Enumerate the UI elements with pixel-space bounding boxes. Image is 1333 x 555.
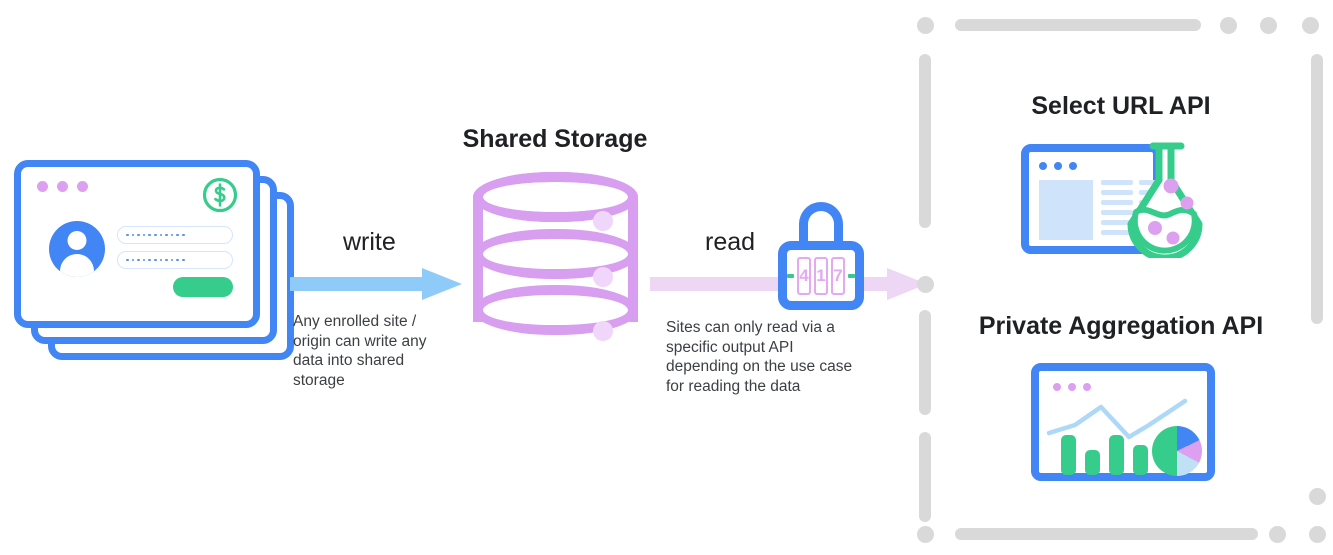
pie-chart <box>1152 426 1202 476</box>
avatar <box>49 221 105 277</box>
read-caption: Sites can only read via a specific outpu… <box>666 319 853 395</box>
panel-border-dot-left <box>917 276 934 293</box>
lock-body: 4 1 7 <box>778 241 864 310</box>
dollar-circle-icon <box>201 176 239 214</box>
private-aggregation-api-title: Private Aggregation API <box>978 312 1264 340</box>
browser-text-lines-1 <box>1101 180 1133 235</box>
lock-digit-3: 7 <box>831 256 845 295</box>
output-api-panel: Select URL API <box>917 8 1326 548</box>
combination-lock-icon: 4 1 7 <box>778 202 864 310</box>
write-arrow-icon <box>290 266 462 307</box>
cylinder-dot-1 <box>593 211 613 231</box>
lock-digit-2: 1 <box>814 256 828 295</box>
cylinder-side-left <box>473 197 483 322</box>
lock-dash-left <box>787 273 794 278</box>
line-chart <box>1046 398 1188 440</box>
panel-border-dot-bottom-3 <box>1309 526 1326 543</box>
panel-border-dot-top-4 <box>1302 17 1319 34</box>
window-dots-icon <box>37 181 88 192</box>
browser-flask-icon <box>1013 140 1233 262</box>
bar-1 <box>1061 435 1076 475</box>
cylinder-dot-2 <box>593 267 613 287</box>
stacked-site-cards <box>14 160 294 360</box>
panel-border-dot-bottom-1 <box>917 526 934 543</box>
flask-icon <box>1109 140 1221 263</box>
panel-border-dot-top-2 <box>1220 17 1237 34</box>
cylinder-dot-3 <box>593 321 613 341</box>
lock-digit-1: 4 <box>797 256 811 295</box>
select-url-api-title: Select URL API <box>1031 92 1211 120</box>
site-card-front <box>14 160 260 328</box>
panel-border-dash-right-1 <box>1311 54 1323 324</box>
cylinder-band-2 <box>473 229 638 279</box>
panel-border-dash-left-1 <box>919 54 931 228</box>
write-label: write <box>343 228 396 256</box>
panel-border-dot-top-3 <box>1260 17 1277 34</box>
panel-border-dash-bottom <box>955 528 1258 540</box>
cylinder-side-right <box>628 197 638 322</box>
browser-content-block <box>1039 180 1093 240</box>
username-field[interactable] <box>117 226 233 244</box>
shared-storage-node: Shared Storage <box>455 125 655 355</box>
cylinder-band-3 <box>473 285 638 335</box>
sign-in-button[interactable] <box>173 277 233 297</box>
lock-dash-right <box>848 273 855 278</box>
panel-border-dash-top <box>955 19 1201 31</box>
panel-border-dot-top-1 <box>917 17 934 34</box>
browser-dots-icon <box>1039 162 1077 170</box>
bar-4 <box>1133 445 1148 475</box>
dashboard-charts-icon <box>1031 363 1215 481</box>
read-label: read <box>705 228 756 256</box>
bar-2 <box>1085 450 1100 475</box>
panel-border-dash-left-3 <box>919 432 931 522</box>
write-caption: Any enrolled site / origin can write any… <box>293 313 427 389</box>
bar-3 <box>1109 435 1124 475</box>
shared-storage-title: Shared Storage <box>462 125 648 153</box>
lock-shackle-icon <box>799 202 843 256</box>
cylinder-top <box>473 172 638 222</box>
panel-border-dot-bottom-2 <box>1269 526 1286 543</box>
panel-border-dot-right <box>1309 488 1326 505</box>
panel-border-dash-left-2 <box>919 310 931 415</box>
dashboard-dots-icon <box>1053 383 1091 391</box>
password-field[interactable] <box>117 251 233 269</box>
